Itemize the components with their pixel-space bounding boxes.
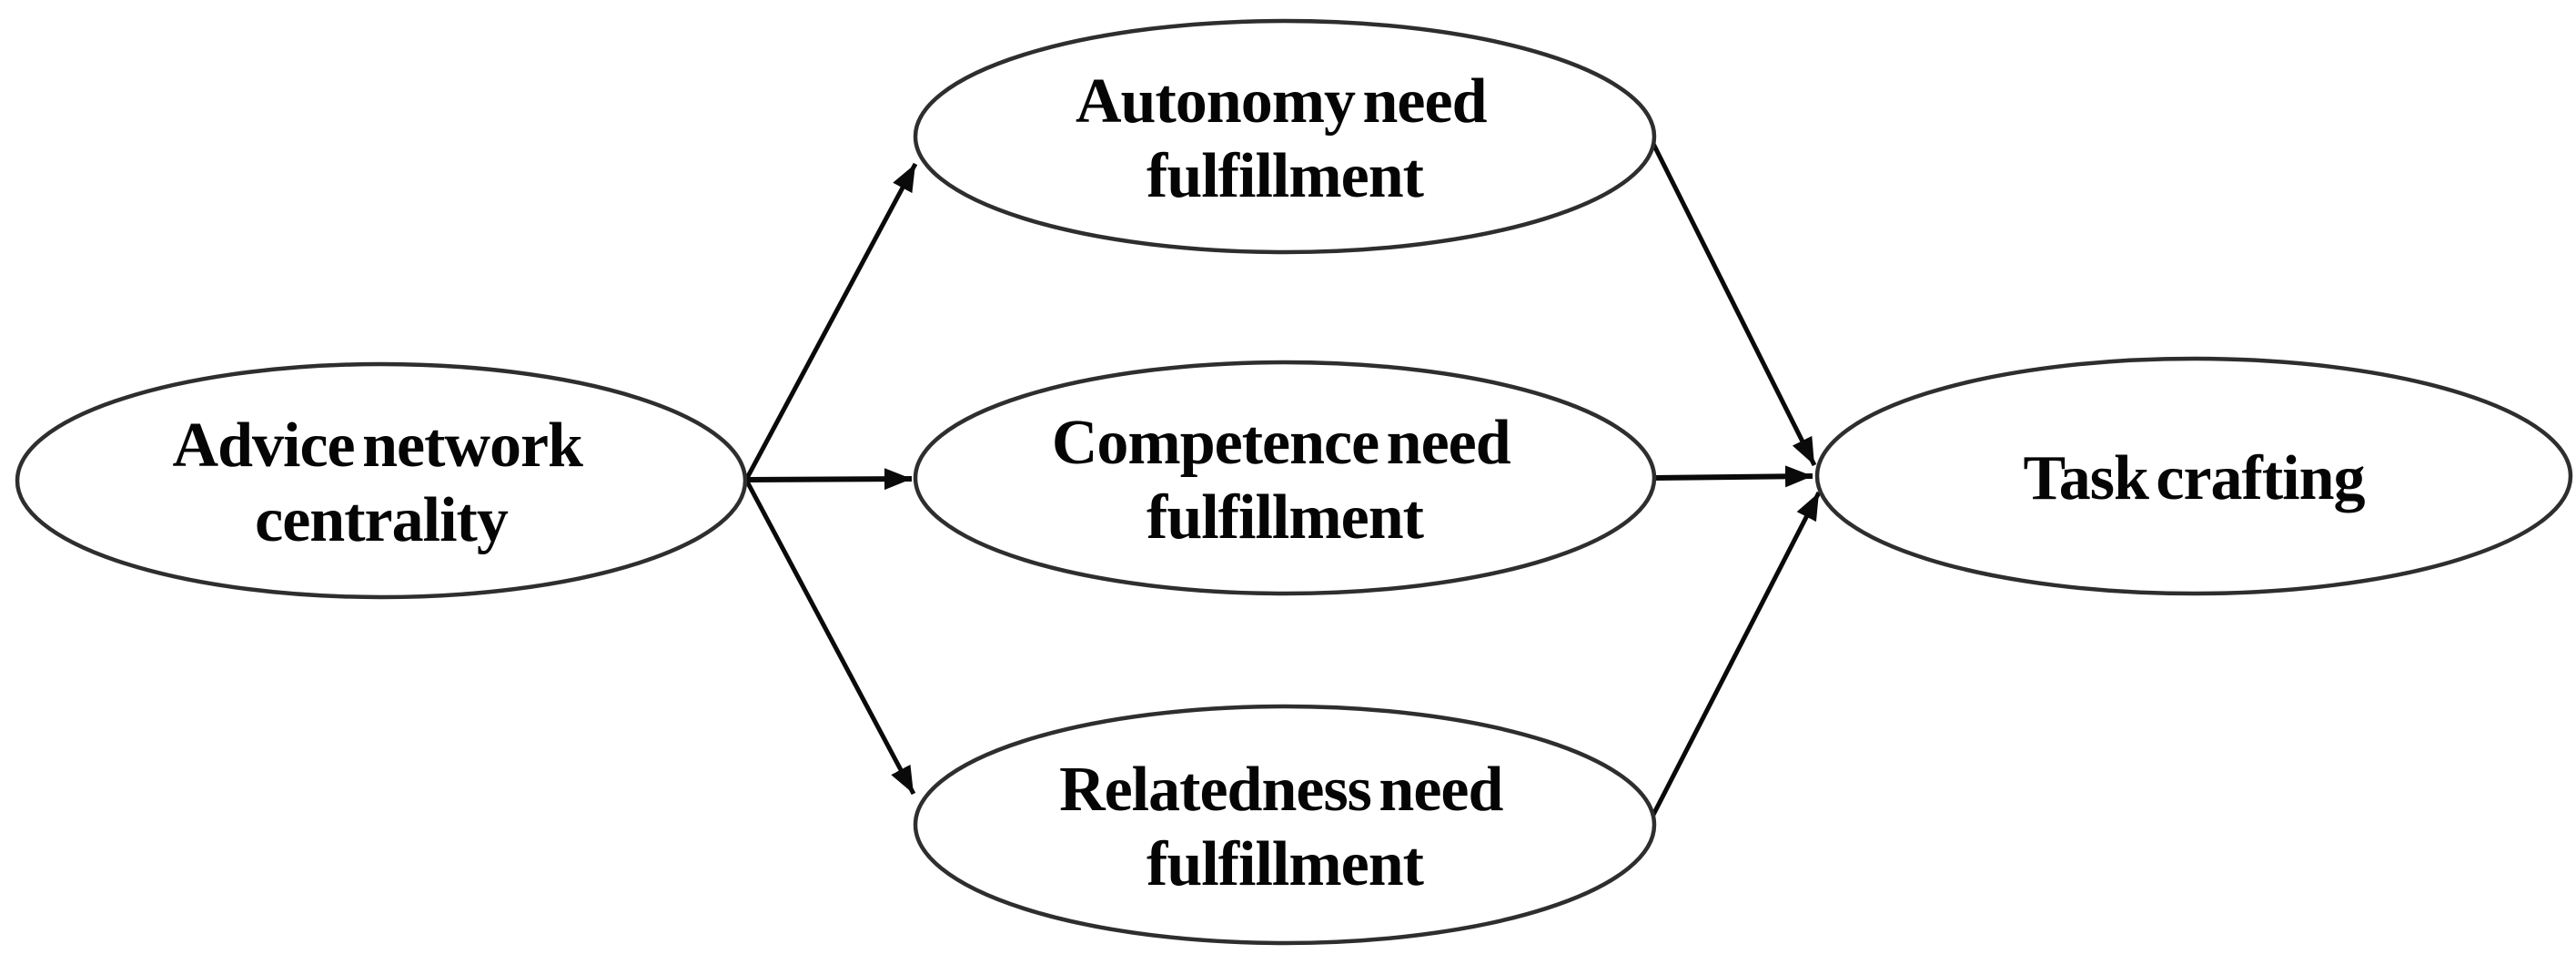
- relatedness-need-fulfillment-ellipse: [913, 704, 1657, 946]
- competence-label-line2: fulfillment: [1147, 482, 1424, 553]
- node-advice-network-centrality: Advice network centrality: [15, 361, 748, 600]
- autonomy-need-fulfillment-ellipse: [913, 18, 1657, 255]
- advice-network-centrality-label: Advice network centrality: [173, 411, 591, 555]
- advice-label-line1: Advice network: [173, 411, 584, 481]
- relatedness-label-line2: fulfillment: [1147, 829, 1424, 899]
- autonomy-need-fulfillment-label: Autonomy need fulfillment: [1076, 66, 1494, 211]
- edge-advice-to-relatedness-arrow: [743, 478, 916, 796]
- advice-label-line2: centrality: [255, 485, 509, 555]
- node-task-crafting: Task crafting: [1814, 356, 2573, 596]
- competence-need-fulfillment-label: Competence need fulfillment: [1052, 408, 1518, 553]
- node-relatedness-need-fulfillment: Relatedness need fulfillment: [913, 704, 1657, 946]
- task-crafting-label: Task crafting: [2023, 443, 2365, 513]
- edge-advice-to-autonomy-arrow: [743, 162, 918, 482]
- edge-relatedness-to-task-arrow: [1651, 491, 1822, 817]
- edge-competence-to-task-arrow: [1652, 465, 1813, 488]
- edge-advice-to-competence-arrow: [745, 468, 913, 491]
- relatedness-need-fulfillment-label: Relatedness need fulfillment: [1059, 755, 1510, 899]
- edges-group: [743, 140, 1822, 817]
- advice-network-centrality-ellipse: [15, 361, 748, 600]
- task-label-line1: Task crafting: [2023, 443, 2365, 513]
- node-competence-need-fulfillment: Competence need fulfillment: [913, 360, 1657, 596]
- relatedness-label-line1: Relatedness need: [1059, 755, 1503, 825]
- task-crafting-ellipse: [1814, 356, 2573, 596]
- autonomy-label-line1: Autonomy need: [1076, 66, 1488, 137]
- competence-label-line1: Competence need: [1052, 408, 1511, 478]
- edge-autonomy-to-task-arrow: [1650, 140, 1817, 467]
- autonomy-label-line2: fulfillment: [1147, 141, 1424, 211]
- node-autonomy-need-fulfillment: Autonomy need fulfillment: [913, 18, 1657, 255]
- competence-need-fulfillment-ellipse: [913, 360, 1657, 596]
